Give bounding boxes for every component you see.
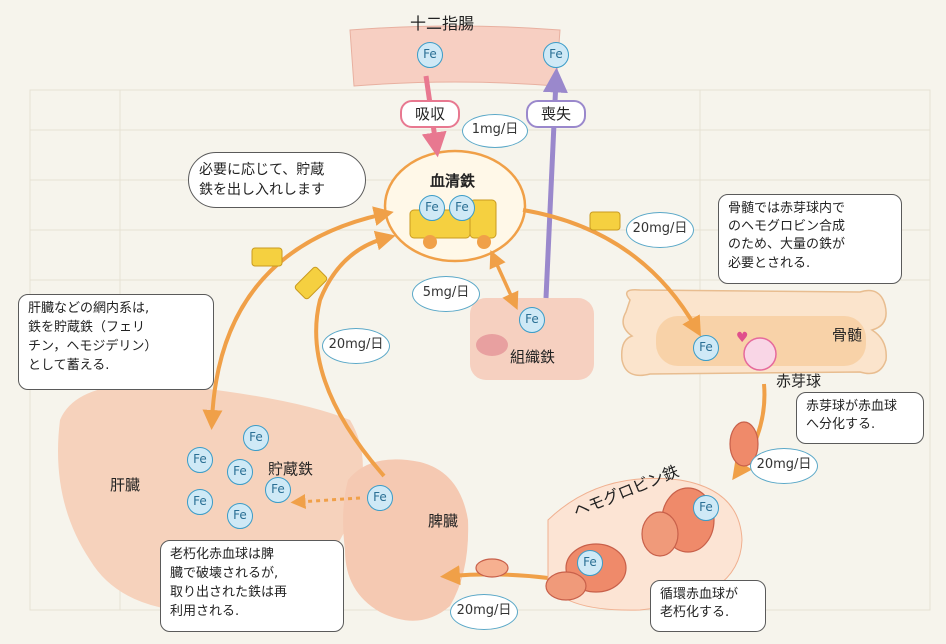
rate-serum-tissue: 5mg/日	[412, 276, 480, 312]
note-line: 骨髄では赤芽球内で	[728, 201, 846, 216]
erythroblast-cell	[743, 337, 777, 371]
rate-hemoglobin-to-spleen: 20mg/日	[450, 594, 518, 630]
small-truck-icon	[251, 211, 621, 300]
fe-storage-6: Fe	[227, 503, 253, 529]
note-line: 臓で破壊されるが,	[170, 565, 279, 581]
tissue-cell	[476, 334, 508, 356]
note-line: 肝臓などの網内系は,	[28, 301, 150, 316]
heart-icon: ♥	[736, 330, 749, 346]
fe-rbc-1: Fe	[693, 495, 719, 521]
note-line: のヘモグロビン合成	[728, 219, 846, 235]
note-line: として蓄える.	[28, 357, 110, 373]
serum-iron-label: 血清鉄	[430, 172, 476, 190]
fe-storage-5: Fe	[187, 489, 213, 515]
fe-rbc-2: Fe	[577, 550, 603, 576]
note-line: 取り出された鉄は再	[170, 584, 288, 600]
note-line: 必要に応じて、貯蔵	[199, 162, 325, 178]
tissue-iron-label: 組織鉄	[510, 348, 556, 366]
arrow-serum-storage	[202, 206, 394, 430]
note-line: チン，ヘモジデリン）	[28, 338, 158, 354]
fe-spleen: Fe	[367, 485, 393, 511]
fe-storage-1: Fe	[243, 425, 269, 451]
rate-spleen-to-serum: 20mg/日	[322, 328, 390, 364]
note-line: 赤芽球が赤血球	[806, 399, 898, 414]
note-line: 利用される.	[170, 603, 240, 619]
loss-label: 喪失	[526, 100, 586, 128]
fe-storage-2: Fe	[187, 447, 213, 473]
note-storage-exchange: 必要に応じて、貯蔵 鉄を出し入れします	[188, 152, 366, 208]
arrow-spleen-to-liver	[290, 494, 361, 510]
note-aging: 循環赤血球が 老朽化する.	[650, 580, 766, 632]
fe-marrow: Fe	[693, 335, 719, 361]
spleen-label: 脾臓	[428, 512, 459, 530]
tissue-iron-box	[470, 298, 594, 380]
duodenum-label: 十二指腸	[410, 14, 475, 33]
fe-serum-2: Fe	[449, 195, 475, 221]
marrow-label: 骨髄	[832, 326, 863, 344]
arrow-serum-tissue	[489, 250, 519, 310]
rate-loss: 1mg/日	[462, 114, 528, 148]
note-line: のため、大量の鉄が	[728, 237, 846, 253]
note-line: 循環赤血球が	[660, 587, 739, 602]
rate-serum-to-marrow: 20mg/日	[626, 212, 694, 248]
fe-storage-3: Fe	[227, 459, 253, 485]
fe-lost: Fe	[543, 42, 569, 68]
duodenum-shape	[349, 25, 561, 87]
storage-iron-label: 貯蔵鉄	[268, 460, 314, 478]
note-spleen: 老朽化赤血球は脾 臓で破壊されるが, 取り出された鉄は再 利用される.	[160, 540, 344, 632]
note-marrow: 骨髄では赤芽球内で のヘモグロビン合成 のため、大量の鉄が 必要とされる.	[718, 194, 902, 284]
fe-storage-4: Fe	[265, 477, 291, 503]
liver-label: 肝臓	[110, 476, 141, 494]
arrow-serum-to-marrow	[522, 208, 701, 337]
rate-marrow-to-hemoglobin: 20mg/日	[750, 448, 818, 484]
note-line: 鉄を貯蔵鉄（フェリ	[28, 319, 146, 335]
note-line: へ分化する.	[806, 417, 876, 433]
note-erythroblast: 赤芽球が赤血球 へ分化する.	[796, 392, 924, 444]
absorption-label: 吸収	[400, 100, 460, 128]
note-line: 鉄を出し入れします	[199, 182, 325, 199]
fe-tissue: Fe	[519, 307, 545, 333]
fe-serum-1: Fe	[419, 195, 445, 221]
note-liver: 肝臓などの網内系は, 鉄を貯蔵鉄（フェリ チン，ヘモジデリン） として蓄える.	[18, 294, 214, 390]
fe-duodenum: Fe	[417, 42, 443, 68]
note-line: 必要とされる.	[728, 255, 811, 271]
note-line: 老朽化赤血球は脾	[170, 547, 275, 562]
erythroblast-label: 赤芽球	[776, 372, 822, 390]
spleen-shape	[343, 459, 469, 621]
note-line: 老朽化する.	[660, 605, 730, 621]
